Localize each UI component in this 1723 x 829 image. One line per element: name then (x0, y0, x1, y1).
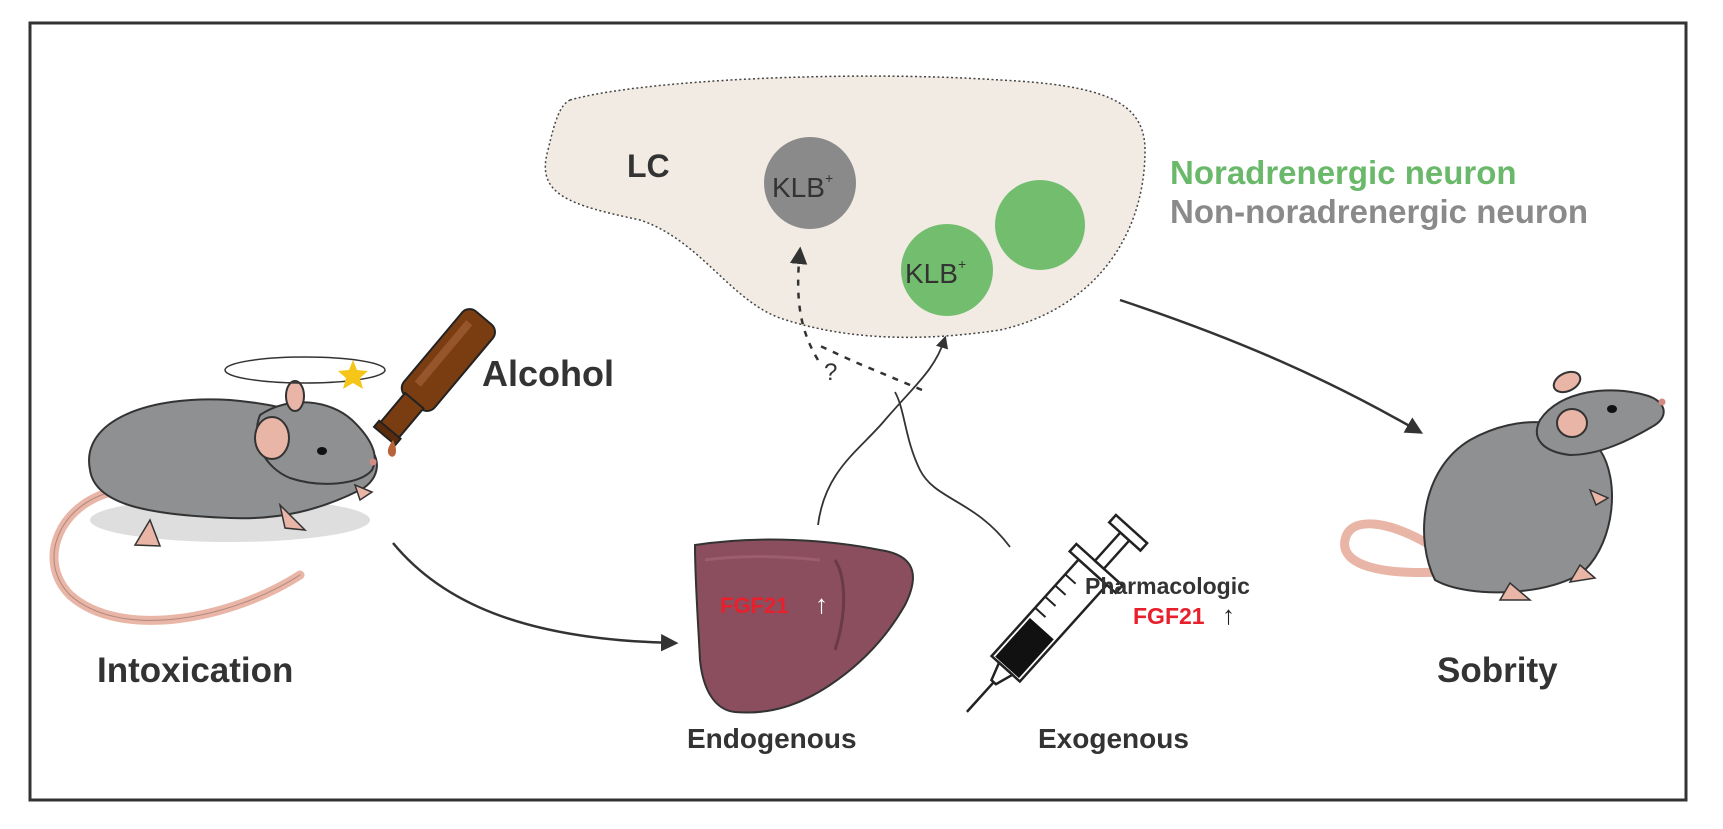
syringe-icon (965, 513, 1149, 713)
question-mark: ? (824, 359, 837, 386)
endogenous-label: Endogenous (687, 723, 857, 754)
klb-green-label: KLB+ (905, 256, 966, 289)
legend-non-noradrenergic: Non-noradrenergic neuron (1170, 193, 1588, 230)
lc-label: LC (627, 148, 670, 184)
star-icon (338, 360, 368, 389)
liver-icon (693, 538, 914, 714)
frame-border (28, 21, 1688, 802)
intoxication-label: Intoxication (97, 651, 293, 690)
lc-to-sobrity-arrow (1119, 298, 1424, 434)
mouse-intoxicated-icon (49, 356, 386, 625)
klb-gray-label: KLB+ (772, 170, 833, 203)
alcohol-bottle-icon (372, 308, 496, 447)
liver-fgf21-label: FGF21 (720, 593, 788, 618)
intoxication-to-liver-arrow (392, 542, 679, 652)
pharm-up-arrow: ↑ (1222, 600, 1235, 630)
alcohol-label: Alcohol (482, 353, 614, 394)
klb-green-neuron (901, 224, 993, 316)
pharmacologic-label: Pharmacologic (1085, 573, 1250, 599)
syringe-line (894, 391, 1011, 548)
pharm-fgf21-label: FGF21 (1133, 603, 1205, 629)
alcohol-drip (387, 440, 397, 457)
mouse-sober-icon (1340, 370, 1666, 601)
exogenous-label: Exogenous (1038, 723, 1189, 754)
liver-to-neuron-arrow (817, 335, 949, 526)
liver-up-arrow: ↑ (815, 589, 828, 619)
green-neuron (995, 180, 1085, 270)
legend-noradrenergic: Noradrenergic neuron (1170, 154, 1517, 191)
klb-gray-neuron (764, 137, 856, 229)
sobrity-label: Sobrity (1437, 651, 1558, 690)
